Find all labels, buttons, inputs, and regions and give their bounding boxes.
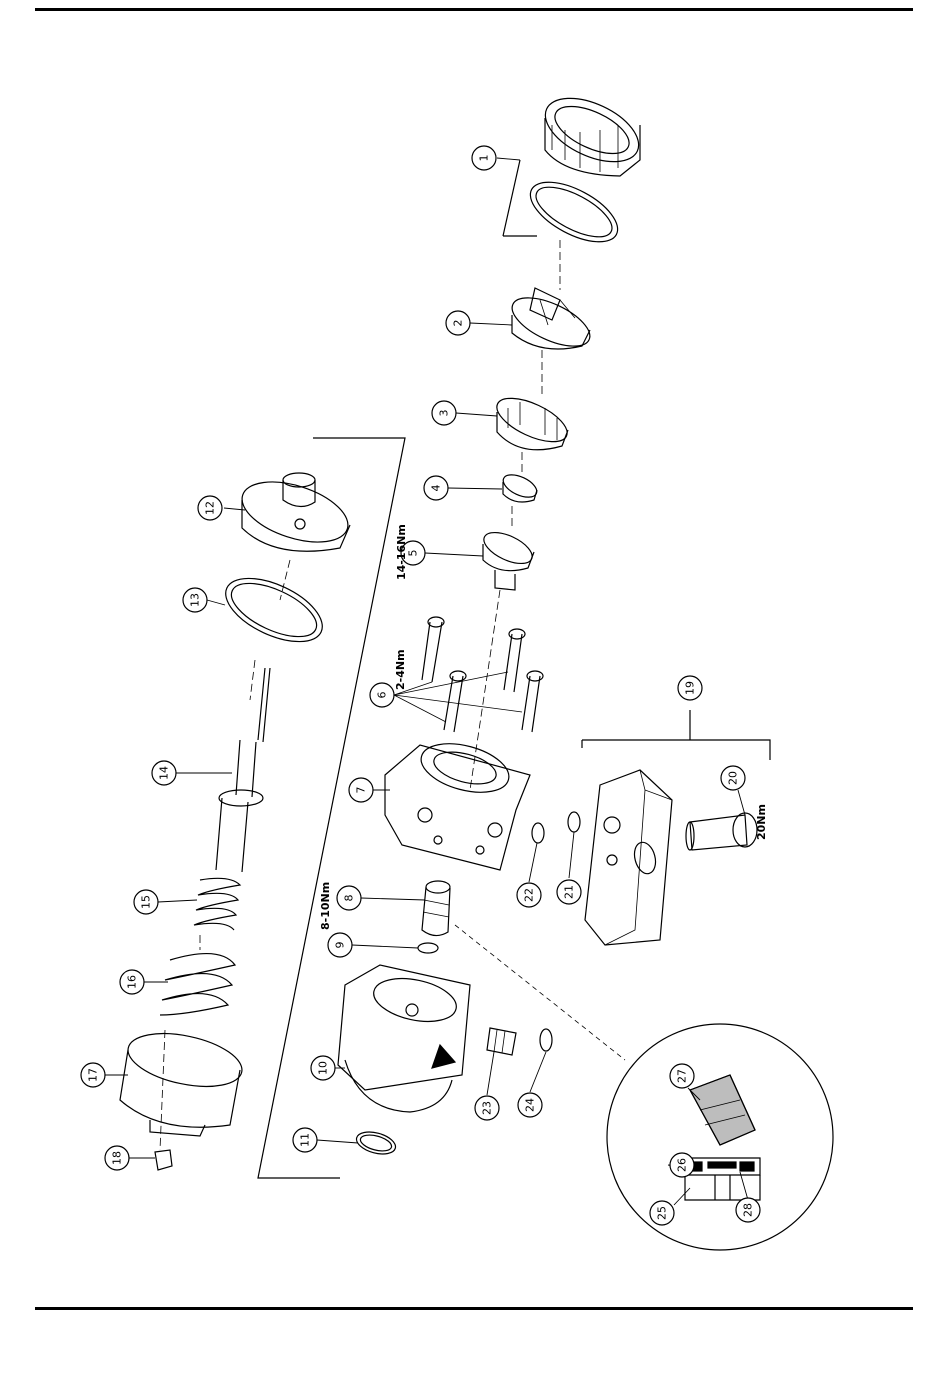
part-15-spring (194, 878, 240, 930)
callout-17: 17 (81, 1063, 105, 1087)
callout-20: 20 (721, 766, 745, 790)
callout-number: 18 (111, 1151, 124, 1165)
torque-8-10: 8-10Nm (319, 882, 332, 930)
part-13-ring (216, 565, 331, 654)
callout-9: 9 (328, 933, 352, 957)
callout-10: 10 (311, 1056, 335, 1080)
callout-number: 15 (140, 895, 153, 909)
callout-24: 24 (518, 1093, 542, 1117)
callout-13: 13 (183, 588, 207, 612)
part-10-housing (338, 965, 470, 1112)
part-11-oring (354, 1128, 398, 1158)
part-8-fitting (422, 881, 450, 936)
callout-number: 7 (355, 787, 368, 794)
callout-28: 28 (736, 1198, 760, 1222)
callout-2: 2 (446, 311, 470, 335)
detail-view (607, 1024, 833, 1250)
part-9-washer (418, 943, 438, 953)
callout-1: 1 (472, 146, 496, 170)
torque-2-4: 2-4Nm (394, 649, 407, 690)
part-18-cap-screw (155, 1150, 172, 1170)
bracket-1 (503, 160, 537, 236)
part-17-cup (120, 1024, 247, 1136)
callout-number: 22 (523, 888, 536, 902)
callout-3: 3 (432, 401, 456, 425)
callout-8: 8 (337, 886, 361, 910)
callout-number: 19 (684, 681, 697, 695)
callout-number: 11 (299, 1133, 312, 1147)
callout-26: 26 (670, 1153, 694, 1177)
part-24-clip (540, 1029, 552, 1051)
callout-number: 16 (126, 975, 139, 989)
callout-number: 23 (481, 1101, 494, 1115)
callout-7: 7 (349, 778, 373, 802)
callout-27: 27 (670, 1064, 694, 1088)
callout-number: 2 (452, 320, 465, 327)
callout-15: 15 (134, 890, 158, 914)
callout-4: 4 (424, 476, 448, 500)
callout-number: 9 (334, 942, 347, 949)
callout-number: 27 (676, 1069, 689, 1083)
part-23-plug (487, 1028, 516, 1055)
part-1-nut (536, 85, 649, 176)
callout-number: 10 (317, 1061, 330, 1075)
torque-20: 20Nm (755, 804, 768, 840)
part-3-cage (491, 389, 573, 450)
part-21-oring (568, 812, 580, 832)
callout-number: 25 (656, 1206, 669, 1220)
callout-16: 16 (120, 970, 144, 994)
part-22-oring (532, 823, 544, 843)
callout-number: 24 (524, 1098, 537, 1112)
callout-19: 19 (678, 676, 702, 700)
callout-number: 1 (478, 155, 491, 162)
callout-23: 23 (475, 1096, 499, 1120)
callout-number: 5 (407, 550, 420, 557)
callout-6: 6 (370, 683, 394, 707)
callout-number: 8 (343, 895, 356, 902)
callout-number: 28 (742, 1203, 755, 1217)
callout-number: 12 (204, 501, 217, 515)
part-4-seat (500, 470, 540, 502)
callout-number: 13 (189, 593, 202, 607)
callout-number: 14 (158, 766, 171, 780)
part-19-block (585, 770, 672, 945)
callout-18: 18 (105, 1146, 129, 1170)
callout-number: 4 (430, 485, 443, 492)
callout-number: 17 (87, 1068, 100, 1082)
callout-11: 11 (293, 1128, 317, 1152)
part-14-stem (216, 668, 270, 872)
callout-22: 22 (517, 883, 541, 907)
callout-12: 12 (198, 496, 222, 520)
part-12-piston-top (235, 470, 356, 553)
part-5-valve (479, 526, 536, 590)
part-6-bolts (422, 617, 543, 732)
torque-14-16: 14-16Nm (395, 524, 408, 580)
callout-number: 6 (376, 692, 389, 699)
bracket-19 (582, 710, 770, 760)
part-2-cap (505, 288, 596, 356)
callout-number: 21 (563, 885, 576, 899)
callout-number: 26 (676, 1158, 689, 1172)
part-1-ring (521, 170, 626, 254)
part-20-screw (686, 813, 757, 850)
callout-number: 3 (438, 410, 451, 417)
callout-21: 21 (557, 880, 581, 904)
part-16-spring (160, 954, 235, 1015)
callout-14: 14 (152, 761, 176, 785)
callout-number: 20 (727, 771, 740, 785)
callout-25: 25 (650, 1201, 674, 1225)
leader-lines (105, 158, 748, 1205)
part-7-body (385, 735, 530, 870)
